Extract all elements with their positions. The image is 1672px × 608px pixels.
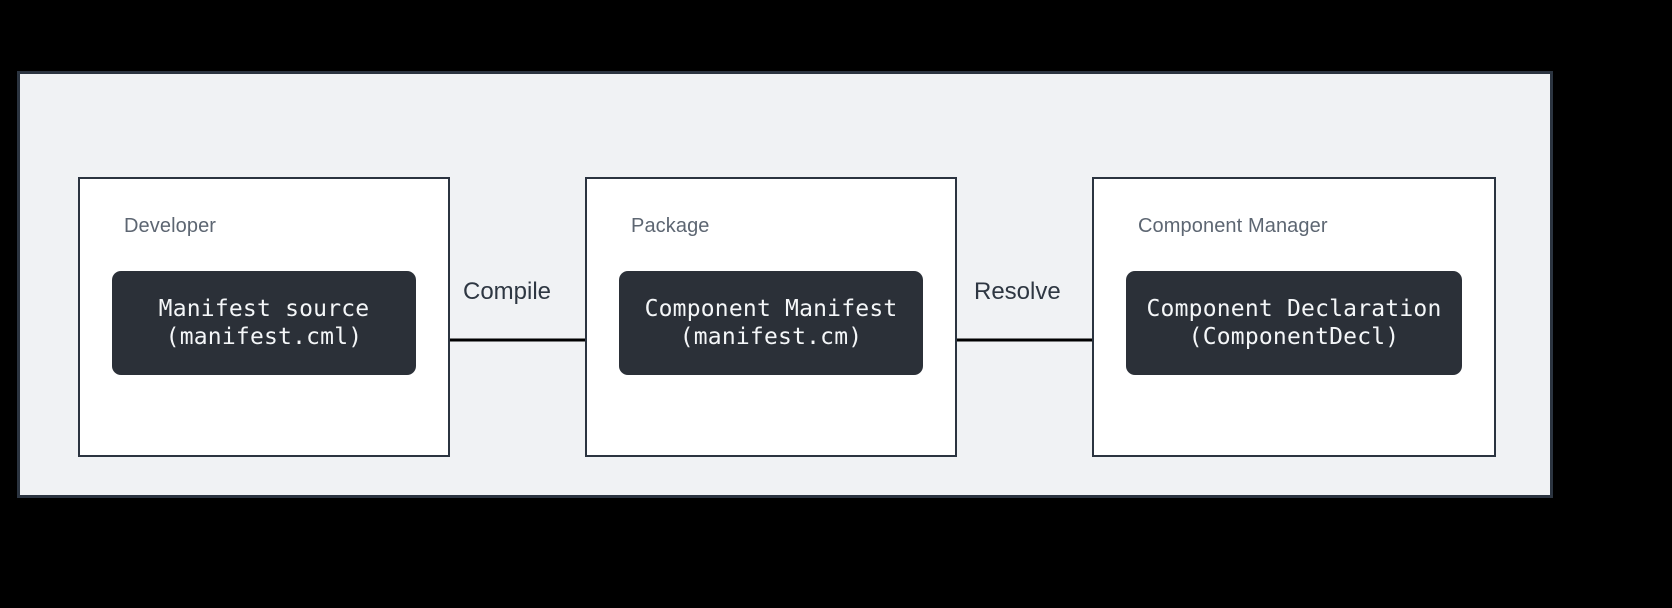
node-component-declaration: Component Declaration (ComponentDecl) <box>1126 271 1462 375</box>
panel-title-component-manager: Component Manager <box>1138 215 1328 237</box>
node-component-declaration-line1: Component Declaration <box>1146 295 1442 322</box>
edge-label-resolve: Resolve <box>974 278 1061 305</box>
node-manifest-source-line2: (manifest.cml) <box>165 324 363 350</box>
panel-title-developer: Developer <box>124 215 217 237</box>
node-component-manifest-line1: Component Manifest <box>644 295 898 322</box>
node-component-manifest-line2: (manifest.cm) <box>679 324 863 350</box>
edge-label-compile: Compile <box>463 278 552 305</box>
panel-title-package: Package <box>631 215 710 237</box>
panel-developer: Developer Manifest source (manifest.cml) <box>78 177 450 457</box>
panel-component-manager: Component Manager Component Declaration … <box>1092 177 1496 457</box>
node-component-manifest: Component Manifest (manifest.cm) <box>619 271 923 375</box>
node-manifest-source: Manifest source (manifest.cml) <box>112 271 416 375</box>
node-manifest-source-line1: Manifest source <box>158 295 370 322</box>
node-component-declaration-line2: (ComponentDecl) <box>1188 324 1400 350</box>
panel-package: Package Component Manifest (manifest.cm) <box>585 177 957 457</box>
